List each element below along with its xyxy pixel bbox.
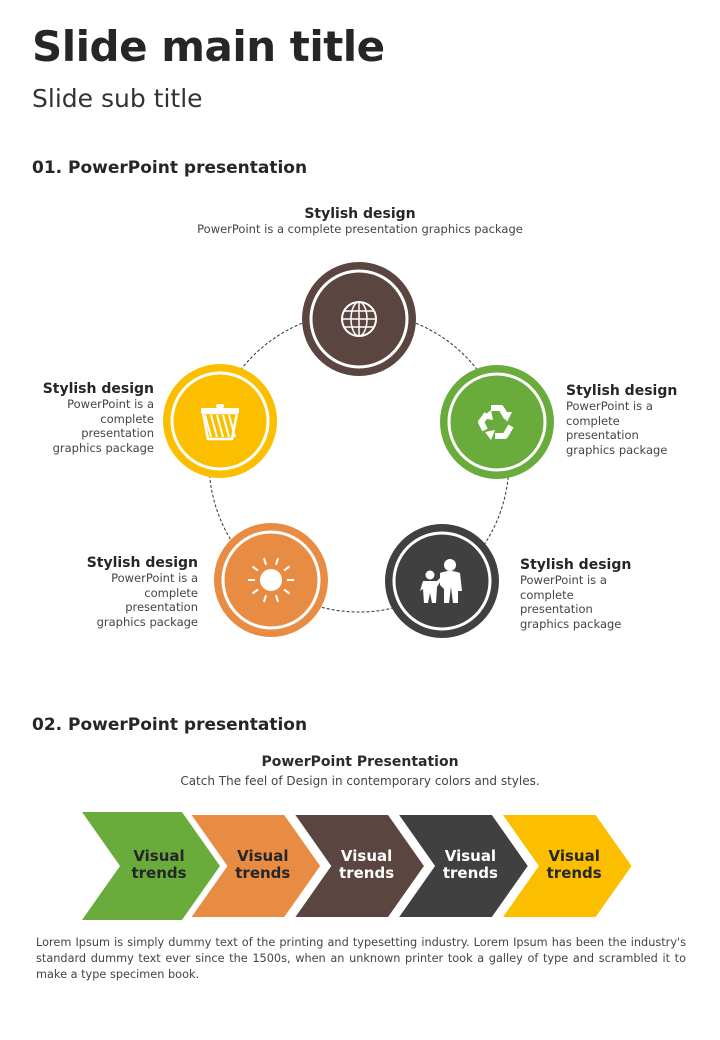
item-text: PowerPoint is a complete presentation gr…	[197, 222, 523, 236]
body-paragraph: Lorem Ipsum is simply dummy text of the …	[36, 936, 686, 981]
item-title: Stylish design	[520, 557, 632, 573]
chevron-shape	[283, 809, 432, 923]
item-title: Stylish design	[86, 555, 198, 571]
recycle-icon	[478, 405, 514, 440]
cycle-node	[214, 523, 328, 637]
item-top-label: Stylish design PowerPoint is a complete …	[160, 206, 560, 237]
process-title: PowerPoint Presentation	[261, 754, 459, 770]
process-subtitle: Catch The feel of Design in contemporary…	[180, 774, 540, 788]
chevron-label: trends	[339, 864, 394, 882]
cycle-node	[302, 262, 416, 376]
globe-icon	[341, 301, 377, 337]
trash-icon	[201, 404, 239, 441]
item-text: PowerPoint is a complete presentation gr…	[520, 573, 622, 631]
slide-subtitle: Slide sub title	[32, 84, 203, 113]
item-title: Stylish design	[42, 381, 154, 397]
chevron-label: trends	[235, 864, 290, 882]
section-1-heading: 01. PowerPoint presentation	[32, 158, 308, 178]
chevron-shape	[387, 809, 536, 923]
item-bottom-left-label: Stylish design PowerPoint is a complete …	[68, 555, 198, 629]
chevron-shape	[491, 809, 639, 923]
item-text: PowerPoint is a complete presentation gr…	[96, 571, 198, 629]
item-text: PowerPoint is a complete presentation gr…	[566, 399, 668, 457]
node-inner-ring	[447, 372, 547, 472]
cycle-node	[440, 365, 554, 479]
item-bottom-right-label: Stylish design PowerPoint is a complete …	[520, 557, 650, 631]
chevron-label: Visual	[133, 847, 184, 865]
chevron-label: trends	[131, 864, 186, 882]
chevron-label: Visual	[549, 847, 600, 865]
chevron-shape	[180, 809, 328, 923]
chevron-label: Visual	[341, 847, 392, 865]
chevron-label: trends	[547, 864, 602, 882]
item-text: PowerPoint is a complete presentation gr…	[52, 397, 154, 455]
family-icon	[420, 559, 462, 603]
node-inner-ring	[309, 269, 409, 369]
section-2-heading: 02. PowerPoint presentation	[32, 715, 308, 735]
cycle-node	[385, 524, 499, 638]
chevron-shape	[82, 812, 220, 920]
item-left-label: Stylish design PowerPoint is a complete …	[24, 381, 154, 455]
slide-title: Slide main title	[32, 22, 385, 71]
chevron-label: trends	[443, 864, 498, 882]
item-right-label: Stylish design PowerPoint is a complete …	[566, 383, 696, 457]
node-circle	[163, 364, 277, 478]
cycle-node	[163, 364, 277, 478]
node-inner-ring	[221, 530, 321, 630]
node-inner-ring	[170, 371, 270, 471]
node-circle	[440, 365, 554, 479]
item-title: Stylish design	[304, 206, 416, 222]
node-inner-ring	[392, 531, 492, 631]
chevron-label: Visual	[237, 847, 288, 865]
sun-icon	[248, 557, 294, 603]
item-title: Stylish design	[566, 383, 678, 399]
chevron-label: Visual	[445, 847, 496, 865]
